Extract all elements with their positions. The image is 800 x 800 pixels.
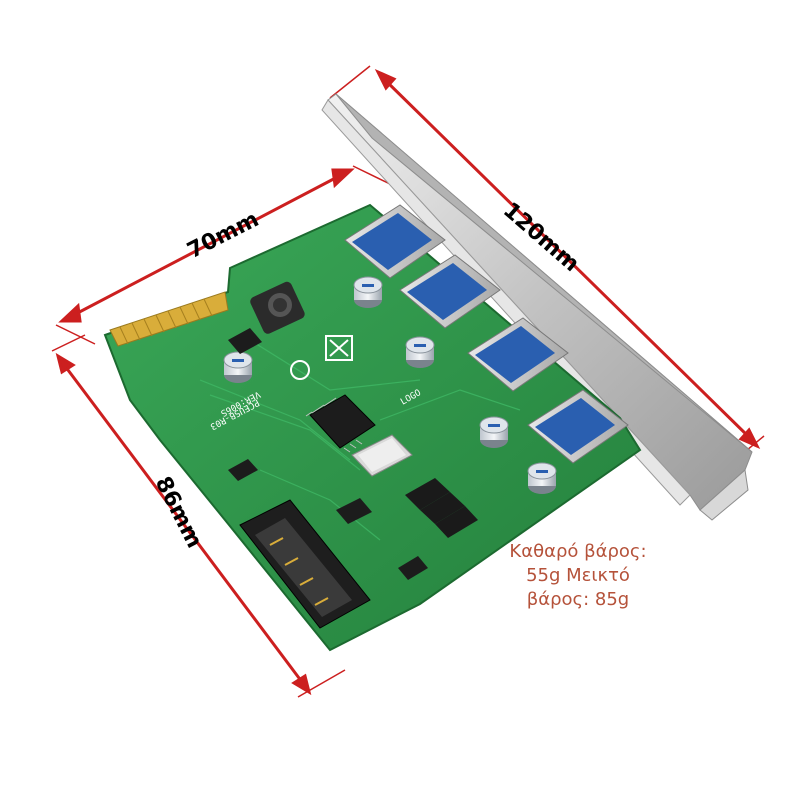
- weight-line-3: βάρος: 85g: [526, 589, 630, 610]
- pcb-board: [103, 203, 642, 652]
- inductor: [250, 281, 305, 334]
- capacitor: [353, 276, 383, 308]
- usb-port-4: [527, 389, 629, 464]
- usb-port-1: [344, 204, 446, 279]
- metal-bracket: [321, 93, 753, 521]
- capacitor: [405, 336, 435, 368]
- small-ic: [228, 328, 428, 580]
- dimension-lines: [55, 68, 761, 696]
- weight-line-1: Καθαρό βάρος:: [509, 541, 647, 562]
- controller-chip: [305, 394, 376, 453]
- capacitor: [527, 462, 557, 494]
- resistor-array: [405, 478, 478, 538]
- capacitor: [479, 416, 509, 448]
- capacitor: [223, 351, 253, 383]
- usb-port-2: [399, 254, 501, 329]
- capacitors: [223, 276, 557, 494]
- compliance-marks: [290, 335, 353, 380]
- usb-port-3: [467, 317, 569, 392]
- weight-info: Καθαρό βάρος: 55g Μεικτό βάρος: 85g: [478, 540, 678, 612]
- usb-ports: [344, 204, 629, 464]
- extension-lines: [51, 65, 765, 698]
- weight-line-2: 55g Μεικτό: [526, 565, 630, 586]
- crystal-oscillator: [351, 434, 413, 477]
- sata-power-connector: [239, 499, 371, 629]
